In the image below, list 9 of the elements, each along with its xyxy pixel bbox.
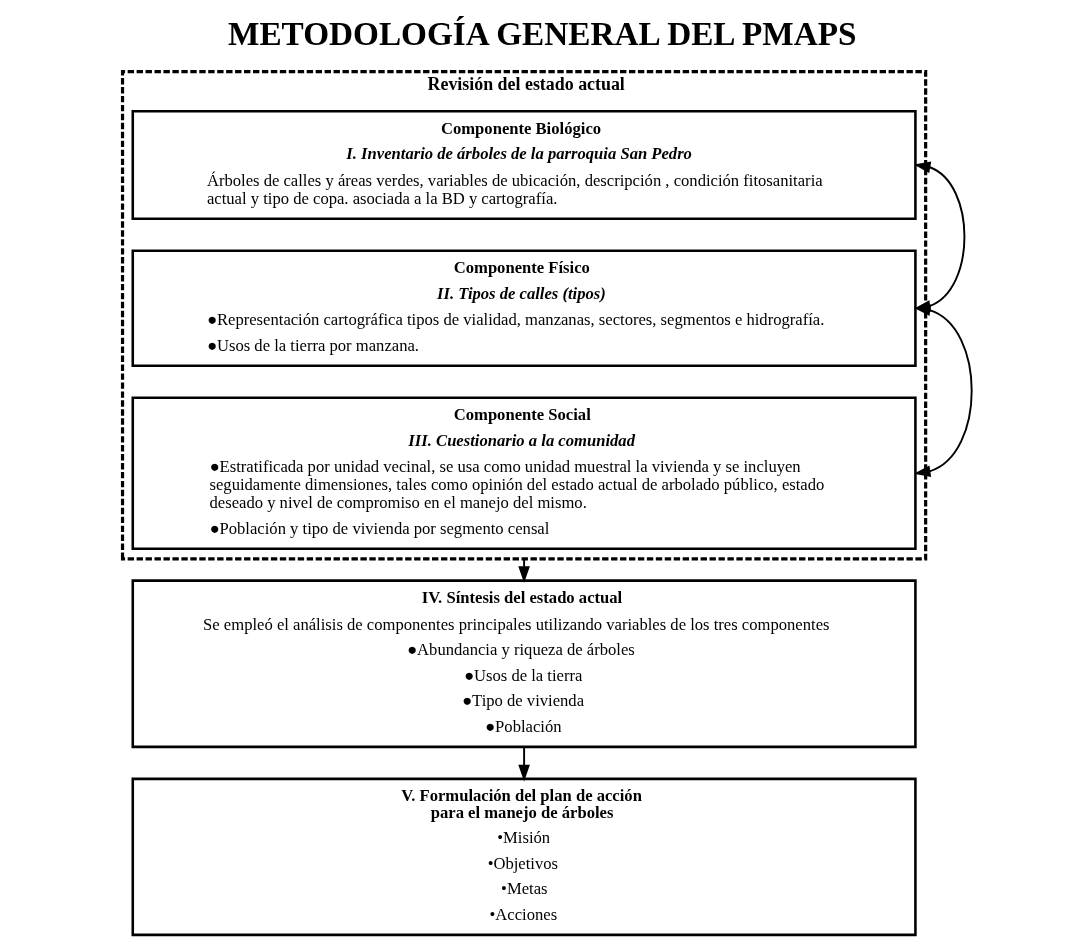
arrow [517, 557, 530, 583]
arrow [913, 303, 973, 477]
node-box: Componente Biológico I. Inventario de árboles de la parroquia San Pedro Árboles de calles y áreas verdes, variables de ubicación, descripción , condición fitosanitaria actual y tipo de copa. asociada a la BD y cartografía. [131, 109, 917, 220]
node-box: Componente Físico II. Tipos de calles (tipos) ●Representación cartográfica tipos de vialidad, manzanas, sectores, segmentos e hidrografía. ●Usos de la tierra por manzana. [131, 248, 917, 367]
arrow [517, 745, 530, 781]
diagram-title: METODOLOGÍA GENERAL DEL PMAPS [227, 14, 857, 52]
node-box: IV. Síntesis del estado actual Se empleó el análisis de componentes principales utilizando variables de los tres componentes ●Abundancia y riqueza de árboles ●Usos de la tierra ●Tipo de vivienda ●Población [131, 578, 917, 748]
node-box: V. Formulación del plan de acción para el manejo de árboles •Misión •Objetivos •Metas •Acciones [131, 777, 917, 936]
node-box: Componente Social III. Cuestionario a la comunidad ●Estratificada por unidad vecinal, se usa como unidad muestral la vivienda y se incluyen seguidamente dimensiones, tales como opinión del estado actual de arbolado público, estado deseado y nivel de compromiso en el manejo del mismo. ●Población y tipo de vivienda por segmento censal [131, 396, 917, 550]
